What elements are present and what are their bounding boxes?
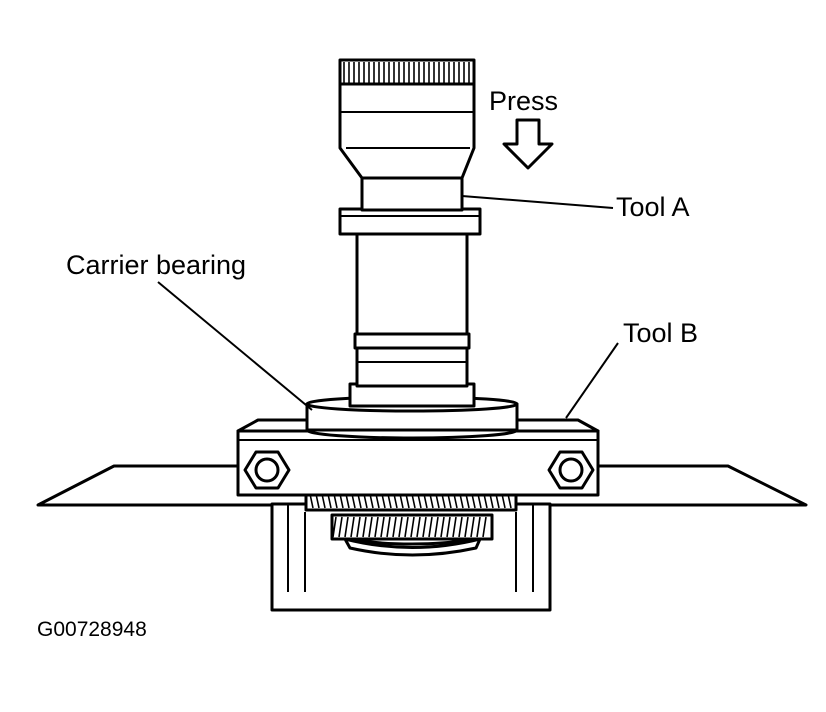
bolt-left xyxy=(243,450,291,490)
label-press: Press xyxy=(489,86,559,116)
label-carrier-bearing: Carrier bearing xyxy=(66,250,247,280)
press-ram xyxy=(338,58,476,180)
figure-code: G00728948 xyxy=(37,618,147,641)
leader-carrier-bearing xyxy=(157,281,313,411)
leader-tool-a xyxy=(461,195,614,209)
tool-a xyxy=(338,176,482,236)
shaft xyxy=(348,230,476,408)
label-tool-b: Tool B xyxy=(623,318,699,348)
bolt-right xyxy=(547,450,595,490)
press-arrow-icon xyxy=(502,118,554,170)
label-tool-a: Tool A xyxy=(616,192,690,222)
leader-tool-b xyxy=(565,342,619,419)
